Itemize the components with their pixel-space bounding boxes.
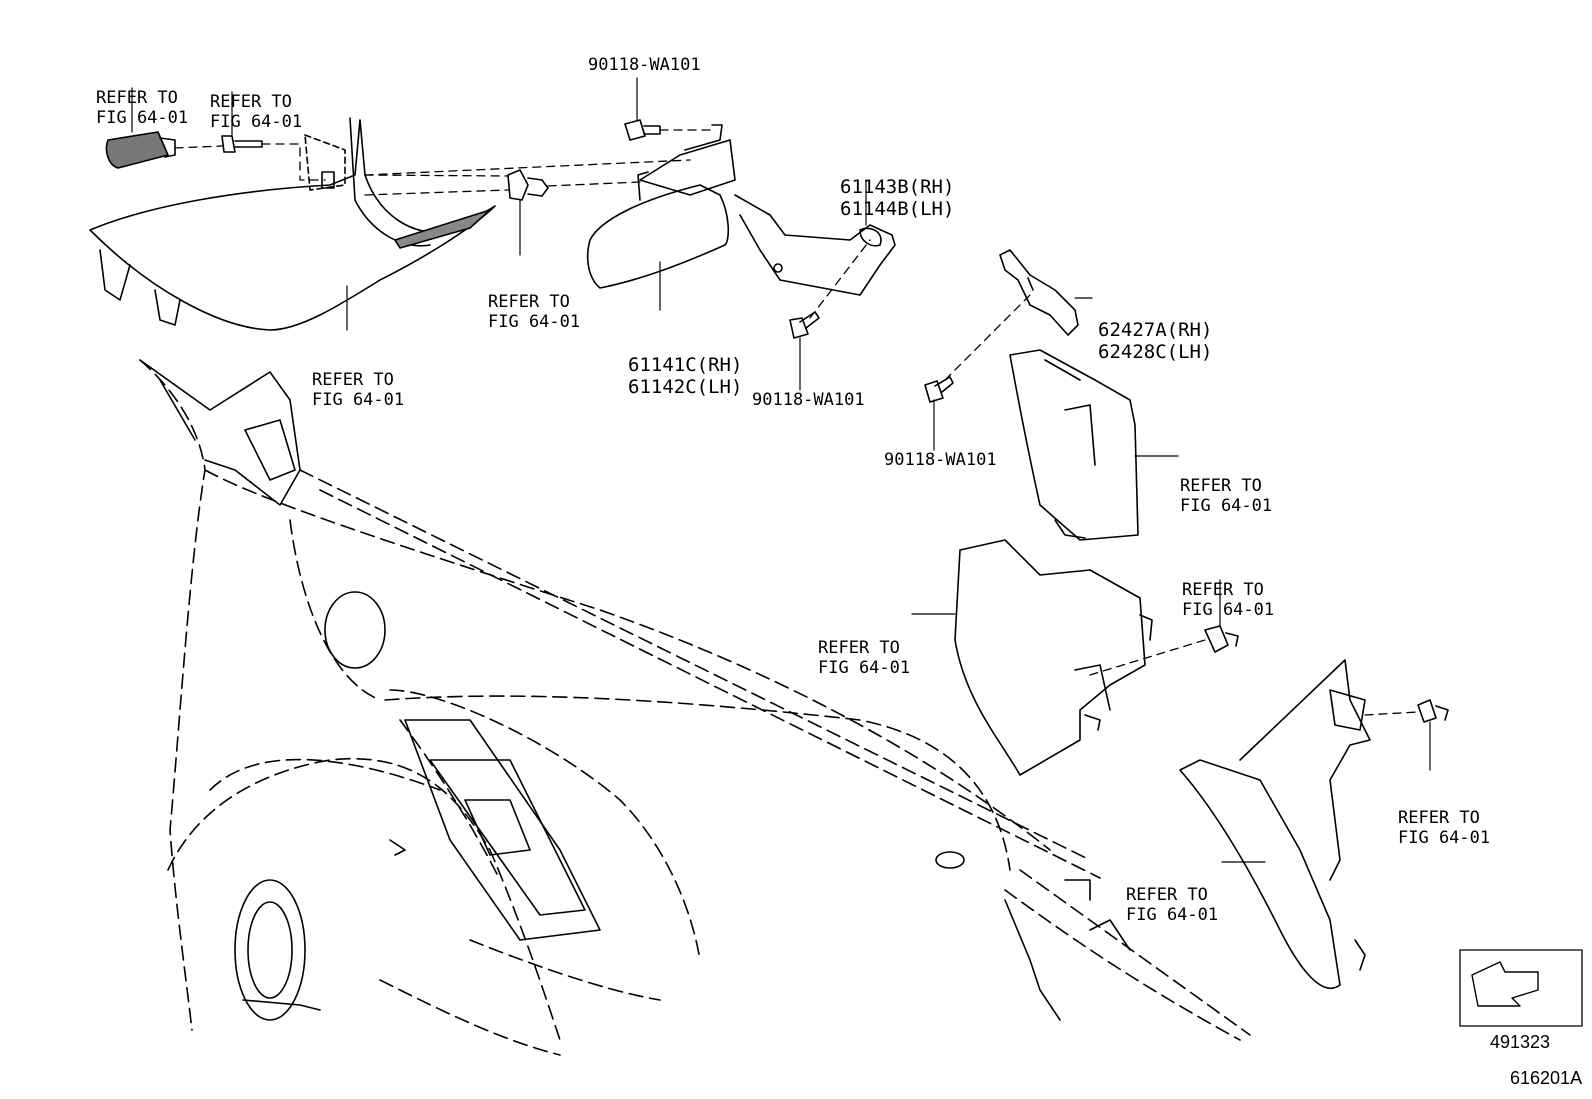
quarter-trim-lower <box>954 539 1153 776</box>
push-clip-center <box>507 169 549 201</box>
pillar-trim-lower-right <box>1179 659 1371 989</box>
push-clip-right-far <box>1417 699 1449 723</box>
part-61143-bracket <box>734 194 896 296</box>
connection-lines <box>174 129 1419 716</box>
part-number-90118-right: 90118-WA101 <box>884 450 997 470</box>
leader-lines <box>131 77 1431 863</box>
inset-code: 491323 <box>1490 1032 1551 1052</box>
bolt-mid <box>789 311 820 339</box>
body-panel-details <box>139 359 1131 1021</box>
part-number-90118-mid: 90118-WA101 <box>752 390 865 410</box>
bolt-upper <box>624 119 661 141</box>
part-62427-bracket <box>999 249 1079 336</box>
figure-code: 616201A <box>1510 1068 1583 1088</box>
part-number-61141: 61141C(RH)61142C(LH) <box>628 354 743 398</box>
body-panel-outline <box>139 359 1251 1056</box>
part-number-90118-top: 90118-WA101 <box>588 55 701 75</box>
bolt-right <box>924 376 954 403</box>
front-pillar-trim <box>89 117 496 331</box>
push-clip-right-mid <box>1204 625 1239 653</box>
part-61141-bracket <box>586 124 736 289</box>
part-number-61143: 61143B(RH)61144B(LH) <box>840 176 955 220</box>
view-inset-box <box>1459 949 1583 1027</box>
quarter-trim-upper <box>1009 349 1139 541</box>
part-number-62427: 62427A(RH)62428C(LH) <box>1098 319 1213 363</box>
